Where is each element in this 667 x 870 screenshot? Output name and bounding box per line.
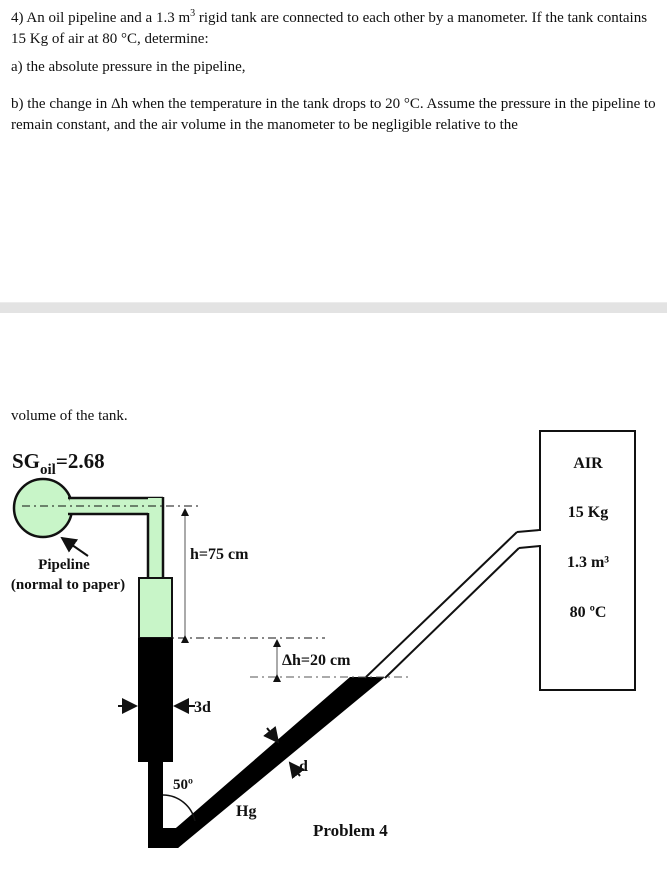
intro-superscript: 3 <box>190 8 196 19</box>
page-divider <box>0 302 667 313</box>
intro-text-2: rigid tank are connected to each other b… <box>11 10 648 47</box>
angle-label: 50º <box>173 777 193 793</box>
part-a: a) the absolute pressure in the pipeline… <box>11 57 661 78</box>
pipeline-note: (normal to paper) <box>11 577 125 593</box>
sg-label: SGoil=2.68 <box>12 449 105 478</box>
pipeline-label: Pipeline <box>38 557 90 573</box>
intro-text-1: 4) An oil pipeline and a 1.3 m <box>11 10 191 26</box>
tank-volume: 1.3 m³ <box>567 554 609 571</box>
width-d-label: d <box>299 758 308 775</box>
angle-arc <box>162 794 196 822</box>
width-3d-label: 3d <box>194 699 211 716</box>
width-d-arrow-bottom <box>288 761 305 779</box>
tank-mass: 15 Kg <box>568 504 608 521</box>
part-b-text: b) the change in Δh when the temperature… <box>11 96 656 133</box>
part-b: b) the change in Δh when the temperature… <box>11 94 661 136</box>
mercury-wide-column <box>138 638 173 762</box>
oil-wide-column <box>138 577 173 639</box>
pipeline-arrow <box>60 536 89 557</box>
tank-title: AIR <box>573 455 603 472</box>
part-a-text: a) the absolute pressure in the pipeline… <box>11 59 246 75</box>
width-d-arrow-top <box>263 726 280 744</box>
continuation-text: volume of the tank. <box>11 408 128 424</box>
tank-temperature: 80 ºC <box>570 604 607 621</box>
dh-label: Δh=20 cm <box>282 652 351 669</box>
figure-caption: Problem 4 <box>313 821 388 840</box>
air-tank <box>539 430 636 691</box>
problem-statement: 4) An oil pipeline and a 1.3 m3 rigid ta… <box>11 3 661 50</box>
pipeline-circle <box>12 477 74 539</box>
fluid-label: Hg <box>236 803 256 820</box>
h-label: h=75 cm <box>190 546 249 563</box>
